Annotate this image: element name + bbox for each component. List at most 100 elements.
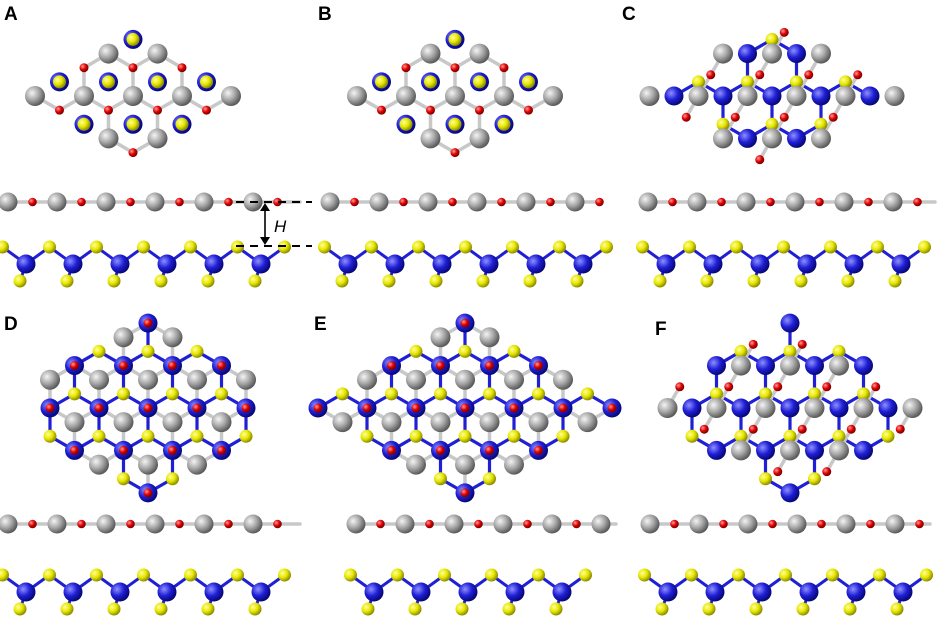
- oxygen-atom: [822, 467, 832, 477]
- carbon-atom: [883, 192, 903, 212]
- sulfur-atom: [239, 429, 253, 443]
- sulfur-atom: [90, 240, 103, 254]
- oxygen-atom: [273, 519, 282, 529]
- sulfur-atom: [60, 274, 74, 288]
- sulfur-atom: [783, 344, 797, 358]
- carbon-atom: [811, 43, 831, 64]
- panel-a-top-view: [25, 29, 241, 158]
- oxygen-atom: [175, 197, 184, 207]
- sulfur-atom: [408, 602, 422, 616]
- metal-atom: [799, 582, 819, 602]
- carbon-atom: [780, 440, 800, 461]
- oxygen-atom: [915, 519, 924, 529]
- oxygen-atom: [126, 197, 135, 207]
- spacing-label-h: H: [274, 217, 287, 236]
- oxygen-atom: [509, 403, 519, 413]
- metal-atom: [458, 582, 478, 602]
- sulfur-atom: [215, 387, 228, 401]
- sulfur-atom: [248, 274, 262, 288]
- sulfur-atom: [653, 274, 667, 288]
- sulfur-atom: [579, 568, 592, 582]
- sulfur-atom: [814, 117, 828, 131]
- sulfur-atom: [759, 387, 772, 401]
- sulfur-atom: [0, 240, 9, 254]
- oxygen-atom: [376, 519, 385, 529]
- oxygen-atom: [377, 105, 386, 115]
- oxygen-atom: [217, 445, 226, 455]
- metal-atom: [797, 254, 817, 274]
- carbon-atom: [713, 128, 733, 149]
- sulfur-atom: [448, 32, 462, 46]
- carbon-atom: [902, 398, 923, 418]
- metal-atom: [893, 582, 913, 602]
- carbon-atom: [123, 86, 143, 106]
- panel-a-side-view: [0, 192, 302, 288]
- oxygen-atom: [77, 519, 86, 529]
- oxygen-atom: [350, 197, 359, 207]
- metal-atom: [338, 254, 358, 274]
- oxygen-atom: [779, 27, 789, 37]
- sulfur-atom: [581, 387, 594, 401]
- metal-atom: [878, 398, 898, 418]
- metal-atom: [860, 86, 880, 106]
- panel-e-side-view: [344, 514, 618, 616]
- oxygen-atom: [534, 445, 543, 455]
- carbon-atom: [785, 192, 805, 212]
- metal-atom: [204, 582, 224, 602]
- panel-c-top-view: [639, 27, 905, 165]
- oxygen-atom: [748, 339, 758, 349]
- oxygen-atom: [79, 63, 89, 73]
- sulfur-atom: [841, 274, 855, 288]
- sulfur-atom: [137, 568, 150, 582]
- sulfur-atom: [888, 274, 902, 288]
- carbon-atom: [187, 369, 207, 390]
- oxygen-atom: [77, 197, 86, 207]
- oxygen-atom: [119, 445, 128, 455]
- carbon-atom: [689, 514, 709, 534]
- sulfur-atom: [765, 32, 779, 46]
- metal-atom: [664, 86, 684, 106]
- metal-atom: [756, 356, 775, 376]
- oxygen-atom: [387, 361, 396, 371]
- metal-atom: [731, 398, 751, 418]
- oxygen-atom: [595, 197, 604, 207]
- oxygen-atom: [119, 361, 128, 371]
- sulfur-atom: [90, 568, 103, 582]
- sulfur-atom: [107, 602, 121, 616]
- sulfur-atom: [231, 568, 244, 582]
- metal-atom: [703, 254, 723, 274]
- carbon-atom: [836, 514, 856, 534]
- metal-atom: [787, 44, 806, 64]
- sulfur-atom: [137, 240, 150, 254]
- carbon-atom: [74, 86, 94, 106]
- metal-atom: [411, 582, 431, 602]
- sulfur-atom: [335, 274, 349, 288]
- sulfur-atom: [318, 240, 331, 254]
- carbon-atom: [406, 454, 426, 475]
- carbon-atom: [469, 43, 490, 64]
- metal-atom: [811, 86, 831, 106]
- carbon-atom: [829, 355, 849, 376]
- carbon-atom: [347, 86, 367, 106]
- carbon-atom: [418, 192, 438, 212]
- carbon-atom: [884, 86, 905, 106]
- atom-layer: [308, 313, 622, 503]
- carbon-atom: [236, 369, 256, 390]
- sulfur-atom: [507, 429, 521, 443]
- oxygen-atom: [670, 519, 679, 529]
- sulfur-atom: [483, 387, 496, 401]
- sulfur-atom: [843, 602, 857, 616]
- sulfur-atom: [248, 602, 262, 616]
- sulfur-atom: [796, 602, 810, 616]
- sulfur-atom: [483, 472, 496, 486]
- sulfur-atom: [409, 344, 423, 358]
- metal-atom: [854, 440, 873, 460]
- sulfur-atom: [117, 472, 130, 486]
- carbon-atom: [706, 398, 727, 418]
- sulfur-atom: [434, 387, 447, 401]
- carbon-atom: [829, 440, 849, 461]
- carbon-atom: [469, 128, 490, 149]
- sulfur-atom: [92, 429, 106, 443]
- carbon-atom: [493, 514, 513, 534]
- carbon-atom: [731, 355, 751, 376]
